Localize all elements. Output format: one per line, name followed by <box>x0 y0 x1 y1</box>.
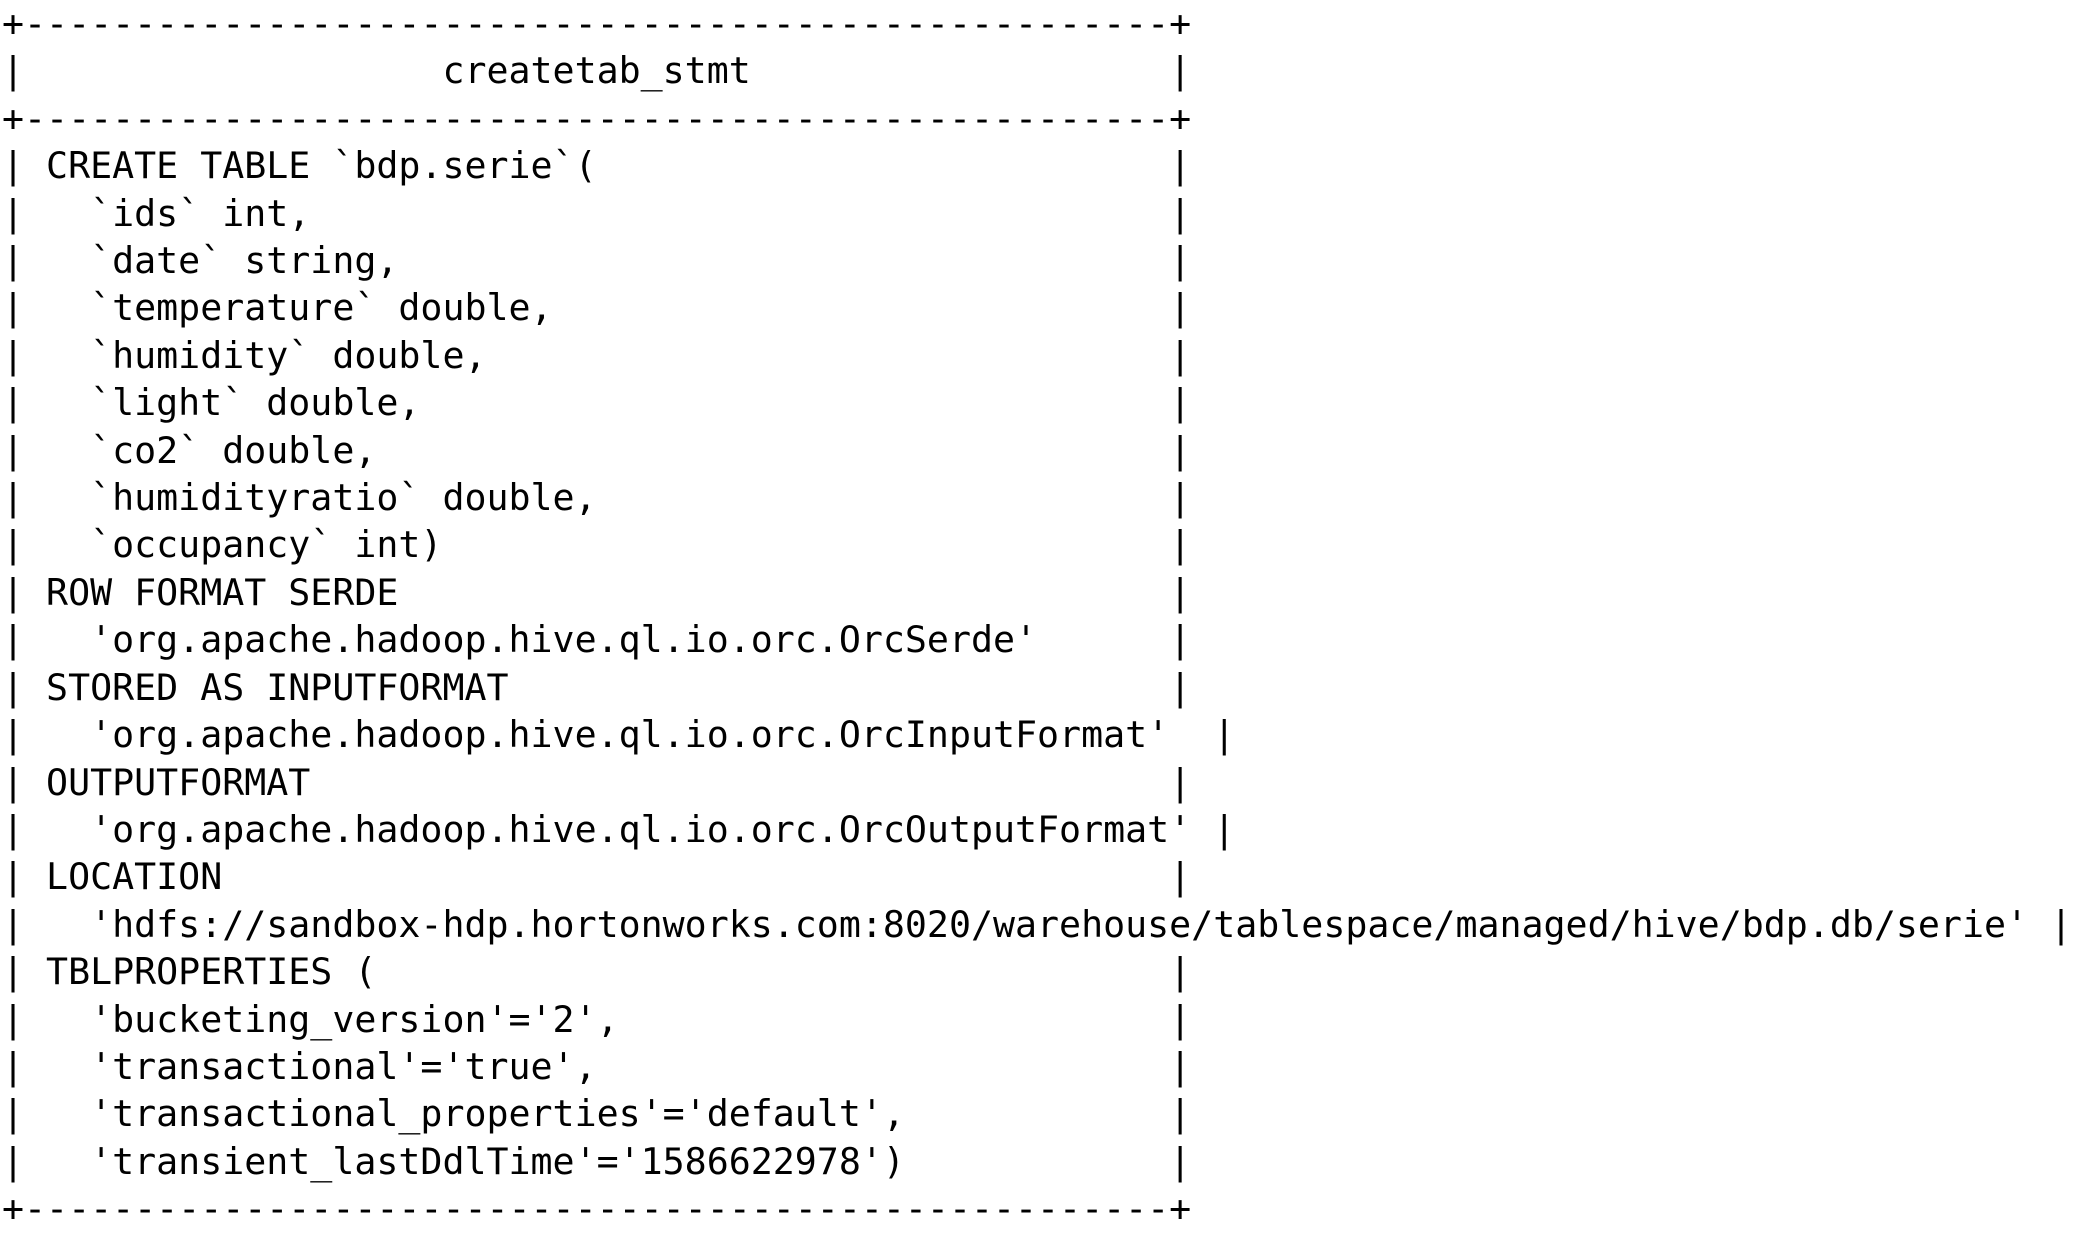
console-line-prop-transient-lastddltime: | 'transient_lastDdlTime'='1586622978') … <box>2 1139 1192 1183</box>
table-header-row: | createtab_stmt | <box>2 49 1192 93</box>
table-border-header: +---------------------------------------… <box>2 96 1192 140</box>
console-line-create-table: | CREATE TABLE `bdp.serie`( | <box>2 144 1192 188</box>
console-line-serde-class: | 'org.apache.hadoop.hive.ql.io.orc.OrcS… <box>2 618 1192 662</box>
console-line-col-light: | `light` double, | <box>2 381 1192 425</box>
console-line-inputformat-class: | 'org.apache.hadoop.hive.ql.io.orc.OrcI… <box>2 713 1236 757</box>
console-line-row-format-serde: | ROW FORMAT SERDE | <box>2 570 1192 614</box>
console-line-prop-transactional-properties: | 'transactional_properties'='default', … <box>2 1092 1192 1136</box>
console-line-prop-transactional: | 'transactional'='true', | <box>2 1044 1192 1088</box>
console-line-col-co2: | `co2` double, | <box>2 428 1192 472</box>
console-line-tblproperties: | TBLPROPERTIES ( | <box>2 950 1192 994</box>
console-line-outputformat-class: | 'org.apache.hadoop.hive.ql.io.orc.OrcO… <box>2 807 1236 851</box>
console-line-prop-bucketing-version: | 'bucketing_version'='2', | <box>2 997 1192 1041</box>
console-line-col-humidityratio: | `humidityratio` double, | <box>2 476 1192 520</box>
console-line-location: | LOCATION | <box>2 855 1192 899</box>
console-line-col-humidity: | `humidity` double, | <box>2 333 1192 377</box>
console-line-stored-as: | STORED AS INPUTFORMAT | <box>2 665 1192 709</box>
table-border-top: +---------------------------------------… <box>2 2 1192 45</box>
console-line-location-uri: | 'hdfs://sandbox-hdp.hortonworks.com:80… <box>2 902 2073 946</box>
console-line-col-ids: | `ids` int, | <box>2 191 1192 235</box>
console-line-outputformat: | OUTPUTFORMAT | <box>2 760 1192 804</box>
console-line-col-occupancy: | `occupancy` int) | <box>2 523 1192 567</box>
console-line-col-date: | `date` string, | <box>2 239 1192 283</box>
table-border-bottom: +---------------------------------------… <box>2 1187 1192 1231</box>
console-line-col-temperature: | `temperature` double, | <box>2 286 1192 330</box>
